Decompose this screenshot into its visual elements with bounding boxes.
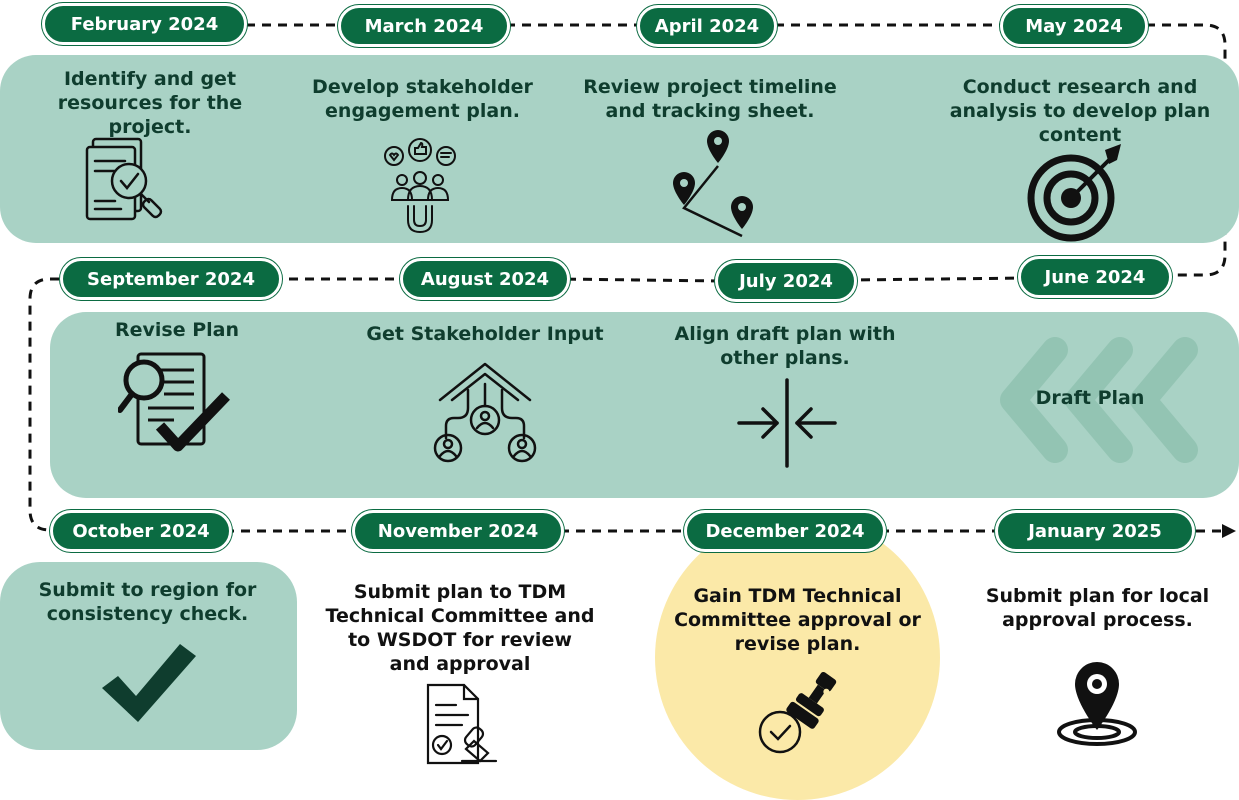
- step-oct-text: Submit to region for consistency check.: [38, 579, 257, 625]
- date-pill-mar: March 2024: [338, 5, 510, 47]
- step-aug-text: Get Stakeholder Input: [366, 323, 604, 345]
- step-feb-text: Identify and get resources for the proje…: [57, 68, 243, 138]
- date-pill-dec: December 2024: [684, 510, 886, 552]
- align-arrows-icon: [737, 378, 837, 468]
- step-apr-text: Review project timeline and tracking she…: [583, 76, 837, 122]
- checkmark-icon: [102, 644, 196, 722]
- date-pill-jul: July 2024: [715, 260, 857, 302]
- date-pill-nov: November 2024: [352, 510, 564, 552]
- step-jan-text: Submit plan for local approval process.: [985, 585, 1210, 631]
- revise-document-icon: [118, 352, 230, 452]
- date-pill-jan: January 2025: [995, 510, 1195, 552]
- target-icon: [1027, 144, 1121, 242]
- october-highlight: [0, 562, 297, 750]
- row2-band: [50, 312, 1239, 498]
- date-pill-may: May 2024: [1000, 5, 1148, 47]
- date-pill-oct: October 2024: [50, 510, 232, 552]
- date-pill-sep: September 2024: [60, 258, 282, 300]
- document-search-icon: [85, 137, 163, 221]
- date-pill-feb: February 2024: [42, 3, 247, 45]
- location-pin-icon: [1057, 662, 1137, 746]
- date-pill-apr: April 2024: [637, 5, 777, 47]
- route-pins-icon: [673, 130, 753, 238]
- date-pill-aug: August 2024: [400, 258, 570, 300]
- step-jul-text: Align draft plan with other plans.: [674, 323, 896, 369]
- approval-stamp-icon: [758, 672, 837, 754]
- chevron-arrows-icon: [1000, 337, 1198, 463]
- stakeholder-engagement-icon: [384, 138, 456, 234]
- step-nov-text: Submit plan to TDM Technical Committee a…: [325, 581, 595, 675]
- step-jun-text: Draft Plan: [1035, 387, 1145, 409]
- step-may-text: Conduct research and analysis to develop…: [949, 76, 1211, 146]
- december-highlight: [655, 515, 940, 800]
- stakeholder-network-icon: [433, 362, 537, 463]
- document-stamp-icon: [426, 683, 498, 765]
- step-mar-text: Develop stakeholder engagement plan.: [312, 76, 533, 122]
- step-dec-text: Gain TDM Technical Committee approval or…: [674, 585, 921, 655]
- step-sep-text: Revise Plan: [114, 319, 239, 341]
- date-pill-jun: June 2024: [1018, 256, 1172, 298]
